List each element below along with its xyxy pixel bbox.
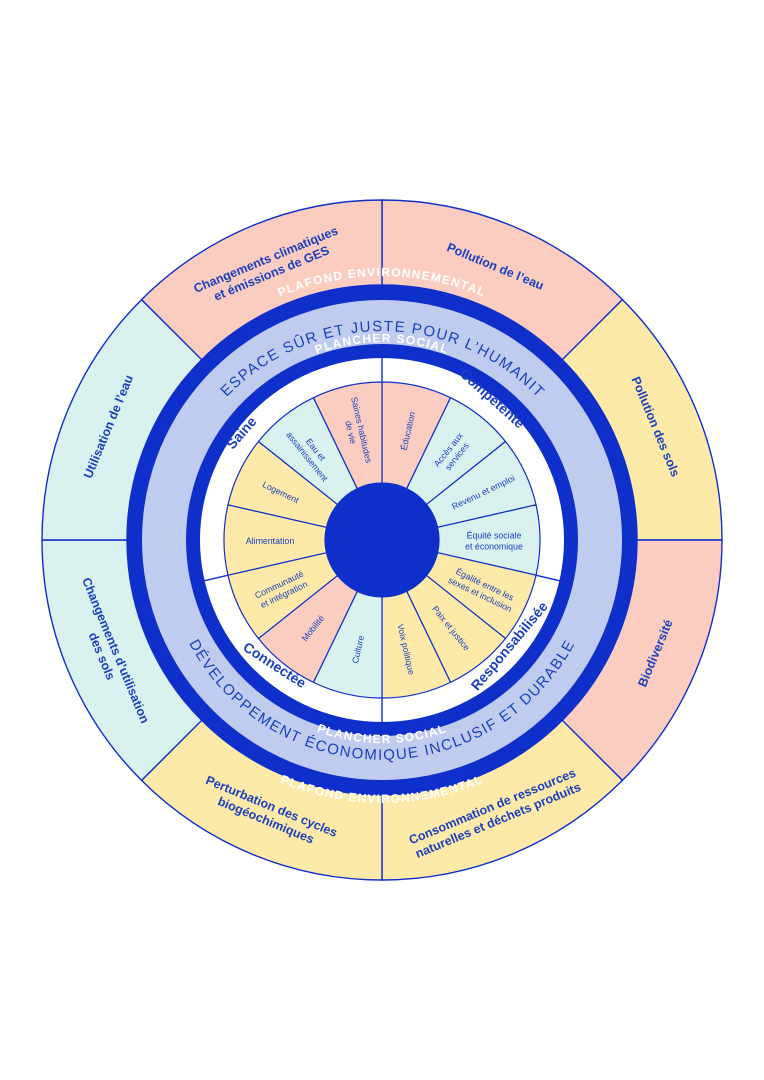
center-hub [325,483,439,597]
inner-label: Alimentation [246,536,295,546]
